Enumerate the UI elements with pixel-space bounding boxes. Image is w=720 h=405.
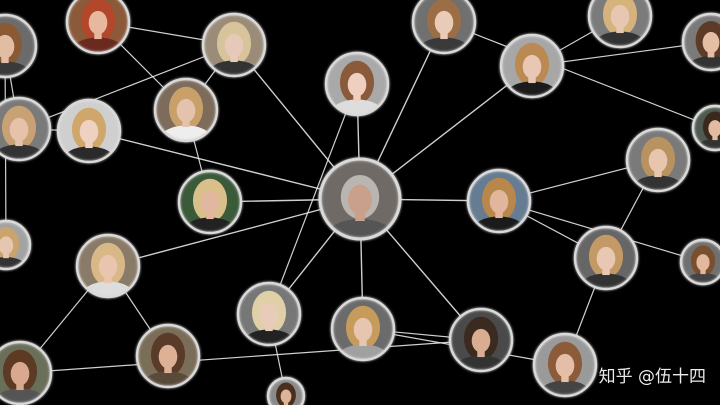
watermark-text: 知乎 @伍十四 <box>598 367 706 387</box>
portrait-node <box>0 96 52 162</box>
portrait-node <box>75 233 141 299</box>
center-portrait-node <box>318 157 402 241</box>
portrait-node <box>691 104 720 152</box>
portrait-node <box>153 77 219 143</box>
portrait-node <box>411 0 477 55</box>
portrait-node <box>65 0 131 55</box>
portrait-node <box>448 307 514 373</box>
portrait-node <box>324 51 390 117</box>
portrait-node <box>0 340 53 405</box>
edge-line <box>19 339 482 374</box>
edge-line <box>268 83 358 315</box>
portrait-node <box>56 98 122 164</box>
portrait-node <box>679 238 720 286</box>
portrait-node <box>499 33 565 99</box>
portrait-node <box>573 225 639 291</box>
portrait-node <box>236 281 302 347</box>
edge-line <box>18 44 235 130</box>
portrait-node <box>177 169 243 235</box>
portrait-node <box>681 12 720 72</box>
portrait-node <box>135 323 201 389</box>
portrait-node <box>466 168 532 234</box>
portrait-node <box>625 127 691 193</box>
portrait-node <box>0 219 32 271</box>
edge-line <box>443 21 716 129</box>
portrait-node <box>201 12 267 78</box>
portrait-node <box>532 332 598 398</box>
edge-line <box>88 130 361 200</box>
edge-line <box>107 198 361 267</box>
portrait-node <box>587 0 653 49</box>
portrait-node <box>266 376 306 405</box>
portrait-node <box>330 296 396 362</box>
